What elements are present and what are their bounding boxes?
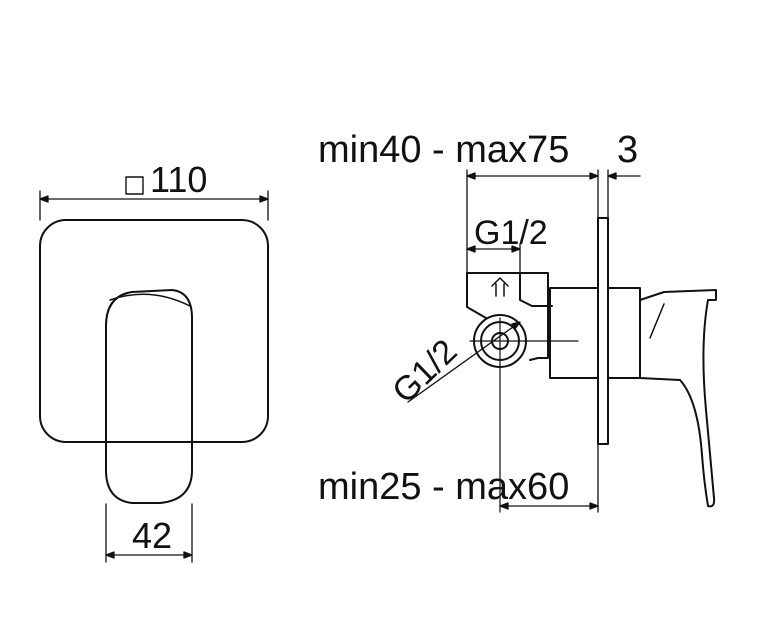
plate-thickness-label: 3 bbox=[617, 129, 638, 171]
escutcheon-sleeve bbox=[607, 287, 641, 379]
wall-plate bbox=[597, 217, 609, 445]
side-view bbox=[466, 217, 717, 513]
thread-side-label: G1/2 bbox=[385, 332, 464, 411]
cartridge bbox=[549, 287, 599, 379]
thread-top-label: G1/2 bbox=[474, 214, 548, 252]
lever-width-dimension bbox=[105, 503, 193, 563]
plate-size-symbol: □ bbox=[0, 0, 1, 1]
depth-range-top-label: min40 - max75 bbox=[318, 129, 569, 171]
front-view bbox=[39, 219, 269, 504]
depth-range-bottom-label: min25 - max60 bbox=[318, 466, 569, 508]
lever-side-profile bbox=[639, 289, 717, 508]
plate-size-label: 110 bbox=[150, 159, 207, 200]
depth-top-dimension bbox=[466, 169, 599, 274]
square-symbol-icon bbox=[125, 176, 144, 195]
valve-body bbox=[466, 272, 549, 361]
thread-side-leader bbox=[407, 321, 521, 403]
lever-width-label: 42 bbox=[132, 515, 172, 556]
lever-cap-line bbox=[109, 293, 191, 307]
depth-bottom-dimension bbox=[499, 443, 599, 513]
plate-thickness-dimension bbox=[607, 169, 641, 219]
lever-handle bbox=[105, 289, 193, 504]
lever-inner-line bbox=[649, 303, 665, 339]
flow-arrow-icon bbox=[491, 277, 509, 297]
cover-plate bbox=[39, 219, 269, 443]
plate-width-dimension bbox=[39, 190, 269, 221]
thread-top-dimension bbox=[466, 243, 521, 274]
valve-outlet bbox=[519, 272, 553, 307]
